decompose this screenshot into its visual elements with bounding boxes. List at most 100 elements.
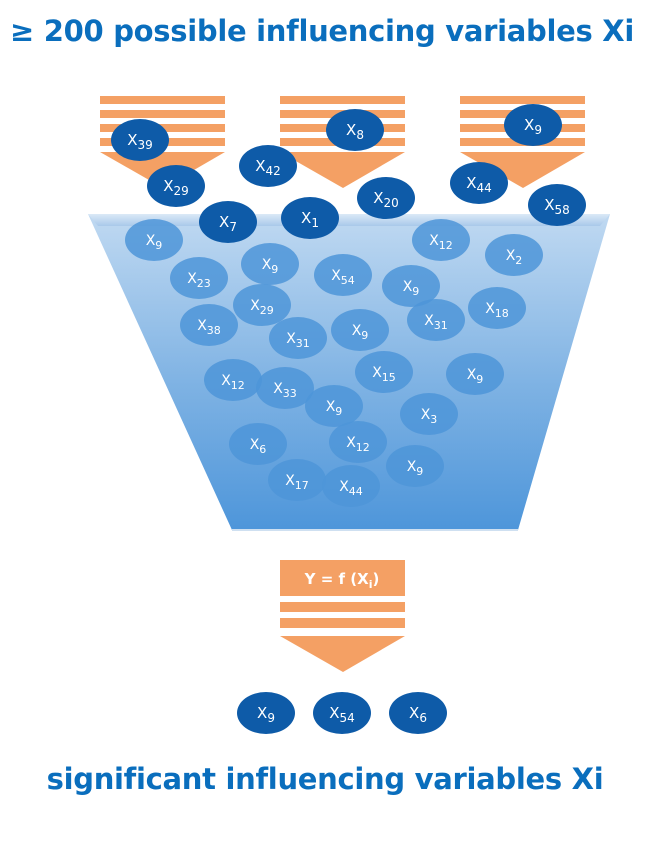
variable-node: X9	[237, 692, 295, 734]
output-arrow: Y = f (Xi)	[280, 560, 405, 672]
variable-node-shape	[180, 304, 238, 346]
variable-node: X54	[313, 692, 371, 734]
variable-node: X7	[199, 201, 257, 243]
variable-node-label: X9	[257, 704, 275, 725]
variable-node-label: X12	[429, 233, 453, 252]
variable-node-shape	[147, 165, 205, 207]
variable-node-shape	[322, 465, 380, 507]
title-top: ≥ 200 possible influencing variables Xi	[10, 14, 634, 48]
variable-node-label: X1	[301, 209, 319, 230]
variable-node-shape	[468, 287, 526, 329]
variable-node-shape	[314, 254, 372, 296]
variable-node-shape	[269, 317, 327, 359]
variable-node-shape	[204, 359, 262, 401]
variable-node: X33	[256, 367, 314, 409]
variable-node-label: X58	[544, 196, 570, 217]
variable-node-label: X9	[407, 459, 424, 478]
formula-label: Y = f (Xi)	[304, 570, 380, 591]
variable-node-shape	[528, 184, 586, 226]
variable-node-label: X17	[285, 473, 309, 492]
variable-node-label: X42	[255, 157, 281, 178]
variable-node-shape	[313, 692, 371, 734]
variable-node-label: X29	[250, 298, 274, 317]
variable-node-label: X9	[352, 323, 369, 342]
variable-node-shape	[357, 177, 415, 219]
variable-node-shape	[412, 219, 470, 261]
variable-node-label: X6	[250, 437, 267, 456]
variable-node: X31	[407, 299, 465, 341]
variable-node-label: X9	[262, 257, 279, 276]
variable-node-shape	[329, 421, 387, 463]
variable-node-shape	[241, 243, 299, 285]
variable-node-label: X29	[163, 177, 189, 198]
variable-node-label: X44	[466, 174, 492, 195]
variable-node: X29	[233, 284, 291, 326]
variable-node-label: X3	[421, 407, 438, 426]
variable-node-label: X23	[187, 271, 211, 290]
variable-node-label: X38	[197, 318, 221, 337]
variable-node-label: X54	[329, 704, 355, 725]
variable-node-label: X44	[339, 479, 363, 498]
variable-node: X54	[314, 254, 372, 296]
variable-node: X38	[180, 304, 238, 346]
variable-node-shape	[268, 459, 326, 501]
variable-node: X8	[326, 109, 384, 151]
variable-node-shape	[504, 104, 562, 146]
variable-node: X2	[485, 234, 543, 276]
variable-node: X18	[468, 287, 526, 329]
variable-node-label: X12	[346, 435, 370, 454]
variable-node-shape	[229, 423, 287, 465]
variable-node: X12	[329, 421, 387, 463]
variable-node-shape	[355, 351, 413, 393]
variable-node: X9	[241, 243, 299, 285]
variable-node-shape	[386, 445, 444, 487]
variable-node: X29	[147, 165, 205, 207]
variable-node: X9	[504, 104, 562, 146]
variable-node-label: X6	[409, 704, 427, 725]
variable-node: X44	[450, 162, 508, 204]
variable-node: X44	[322, 465, 380, 507]
variable-node-shape	[485, 234, 543, 276]
variable-node-shape	[111, 119, 169, 161]
variable-node-label: X9	[403, 279, 420, 298]
variable-node: X12	[204, 359, 262, 401]
variable-node-shape	[389, 692, 447, 734]
variable-node-label: X7	[219, 213, 237, 234]
variable-node: X15	[355, 351, 413, 393]
variable-node-shape	[305, 385, 363, 427]
variable-node: X9	[331, 309, 389, 351]
variable-node-shape	[326, 109, 384, 151]
variable-node: X17	[268, 459, 326, 501]
variable-node: X3	[400, 393, 458, 435]
variable-node-label: X2	[506, 248, 523, 267]
variable-node-shape	[331, 309, 389, 351]
variable-node-shape	[233, 284, 291, 326]
variable-node-shape	[125, 219, 183, 261]
variable-node-label: X9	[146, 233, 163, 252]
variable-node: X20	[357, 177, 415, 219]
variable-node-label: X33	[273, 381, 297, 400]
variable-node-shape	[256, 367, 314, 409]
variable-node-label: X9	[467, 367, 484, 386]
variable-node-label: X9	[326, 399, 343, 418]
variable-node-shape	[199, 201, 257, 243]
variable-node-shape	[450, 162, 508, 204]
variable-node-label: X39	[127, 131, 153, 152]
variable-node: X1	[281, 197, 339, 239]
result-nodes: X9 X54 X6	[237, 692, 447, 734]
variable-node-shape	[400, 393, 458, 435]
variable-node: X9	[305, 385, 363, 427]
variable-node: X23	[170, 257, 228, 299]
variable-node: X12	[412, 219, 470, 261]
variable-node-label: X18	[485, 301, 509, 320]
variable-node-shape	[407, 299, 465, 341]
variable-node: X9	[382, 265, 440, 307]
title-bottom: significant influencing variables Xi	[46, 762, 604, 796]
variable-node-label: X8	[346, 121, 364, 142]
variable-node: X9	[125, 219, 183, 261]
variable-node: X6	[229, 423, 287, 465]
variable-node-label: X15	[372, 365, 396, 384]
